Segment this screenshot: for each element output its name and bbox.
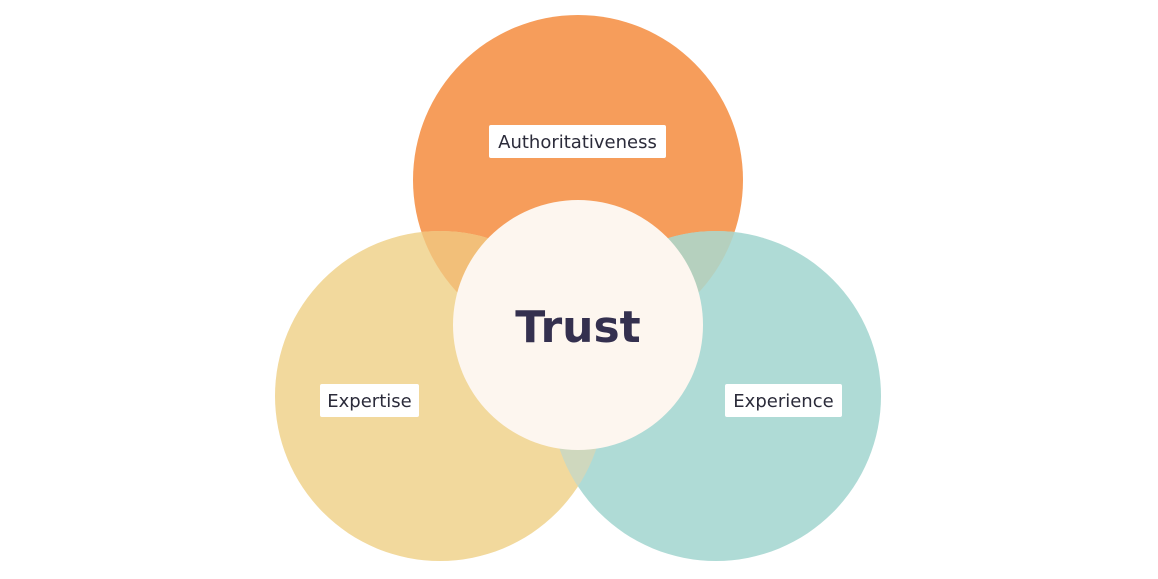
label-experience: Experience: [725, 384, 842, 417]
label-expertise: Expertise: [320, 384, 419, 417]
center-circle: [453, 200, 703, 450]
label-expertise-text: Expertise: [327, 391, 411, 412]
label-experience-text: Experience: [733, 391, 833, 412]
center-label: Trust: [515, 302, 640, 353]
label-authoritativeness: Authoritativeness: [489, 125, 666, 158]
label-authoritativeness-text: Authoritativeness: [498, 132, 657, 153]
